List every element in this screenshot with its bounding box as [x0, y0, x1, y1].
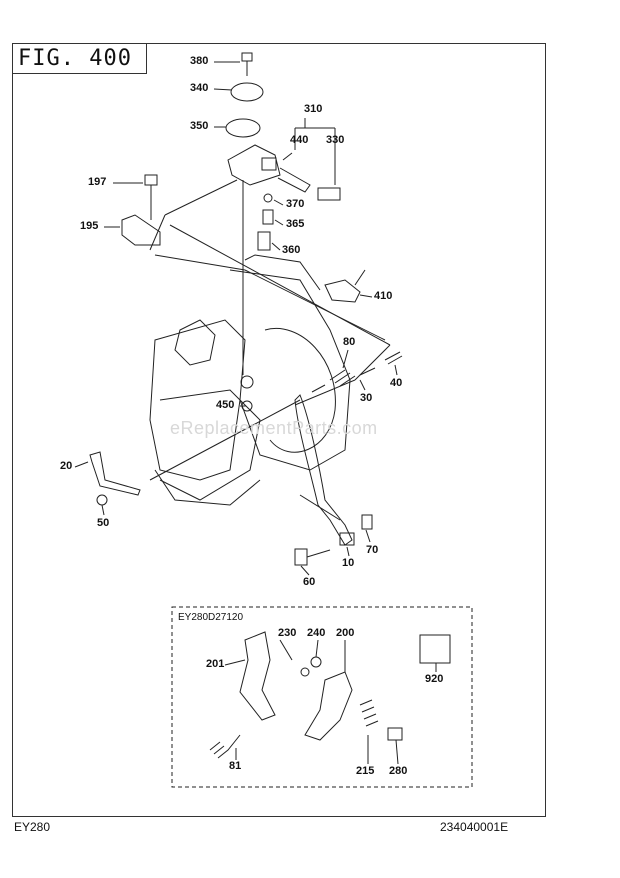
callout-195: 195 — [80, 220, 99, 232]
callout-81: 81 — [229, 760, 242, 772]
callout-50: 50 — [97, 517, 110, 529]
callout-30: 30 — [360, 392, 373, 404]
callout-380: 380 — [190, 55, 209, 67]
callout-197: 197 — [88, 176, 107, 188]
callout-450: 450 — [216, 399, 235, 411]
callout-240: 240 — [307, 627, 326, 639]
bracket-410 — [324, 279, 361, 303]
figure-title: FIG. 400 — [12, 43, 147, 74]
bolt-60 — [294, 548, 331, 566]
screw-230 — [300, 667, 310, 677]
inset-code: EY280D27120 — [178, 612, 244, 623]
diagram-frame — [12, 43, 546, 817]
screw-360 — [257, 231, 271, 251]
bolt-380 — [241, 52, 253, 76]
watermark: eReplacementParts.com — [170, 418, 378, 438]
callout-280: 280 — [389, 765, 408, 777]
callout-215: 215 — [356, 765, 375, 777]
spring-215 — [359, 699, 379, 727]
spring-40 — [384, 351, 403, 365]
label-920 — [419, 634, 451, 664]
lever-201 — [239, 631, 276, 721]
part-370 — [263, 193, 273, 203]
callout-370: 370 — [286, 198, 305, 210]
lever-assembly-310 — [227, 144, 341, 201]
nut-240 — [310, 656, 322, 668]
callout-60: 60 — [303, 576, 316, 588]
callout-350: 350 — [190, 120, 209, 132]
callout-330: 330 — [326, 134, 345, 146]
callout-70: 70 — [366, 544, 379, 556]
bolt-197 — [144, 174, 158, 220]
spring-365 — [262, 209, 274, 225]
callout-310: 310 — [304, 103, 323, 115]
callout-360: 360 — [282, 244, 301, 256]
footer-model: EY280 — [14, 820, 51, 834]
bracket-195 — [121, 214, 161, 246]
lever-200 — [304, 671, 353, 741]
callout-200: 200 — [336, 627, 355, 639]
callout-365: 365 — [286, 218, 305, 230]
plate-340 — [230, 82, 264, 102]
engine-block — [149, 254, 351, 506]
part-70 — [361, 514, 373, 530]
shaft-20 — [89, 451, 141, 496]
callout-410: 410 — [374, 290, 393, 302]
bolt-280 — [387, 727, 403, 741]
callout-10: 10 — [342, 557, 355, 569]
inset-box — [171, 606, 473, 788]
callout-440: 440 — [290, 134, 309, 146]
plate-350 — [225, 118, 261, 138]
spring-81 — [209, 734, 241, 759]
callout-920: 920 — [425, 673, 444, 685]
rod-30 — [311, 367, 376, 393]
callout-230: 230 — [278, 627, 297, 639]
clip-50 — [96, 494, 108, 506]
spring-80 — [329, 369, 356, 387]
callout-201: 201 — [206, 658, 225, 670]
nut-450 — [240, 375, 254, 389]
callout-80: 80 — [343, 336, 356, 348]
inset-parts — [209, 631, 451, 765]
footer-part-code: 234040001E — [440, 820, 509, 834]
callout-20: 20 — [60, 460, 73, 472]
callout-leaders — [74, 61, 398, 576]
callout-340: 340 — [190, 82, 209, 94]
callout-40: 40 — [390, 377, 403, 389]
assembly-lines — [149, 179, 391, 521]
